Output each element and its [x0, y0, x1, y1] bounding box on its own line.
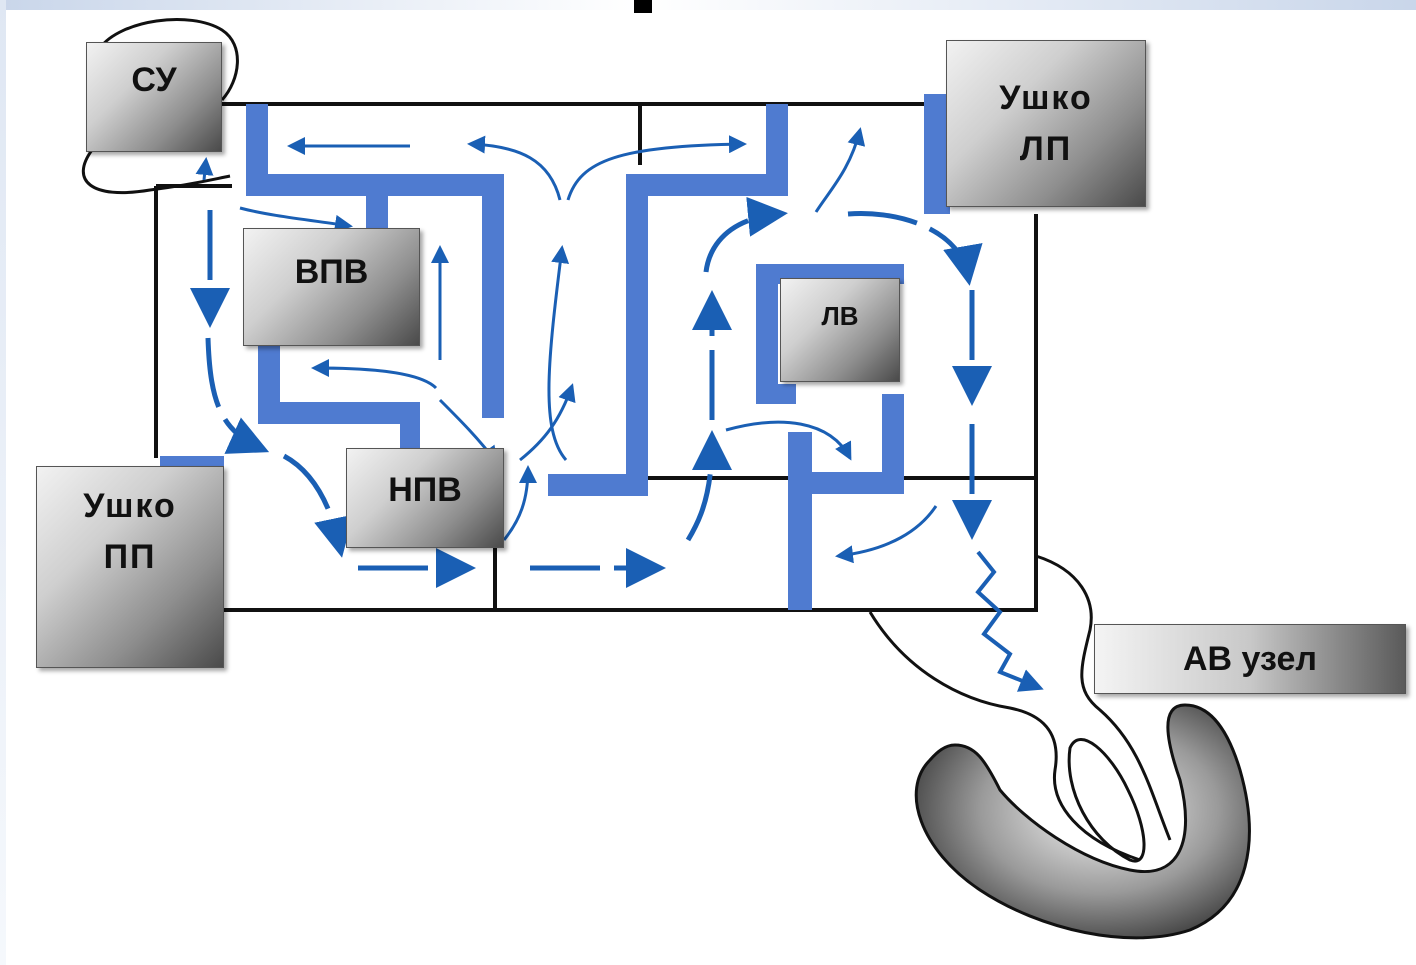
conduction-arrows-thick: [190, 196, 992, 588]
node-ushko-lp-line2: ЛП: [1019, 129, 1073, 168]
node-ushko-pp-line2: ПП: [103, 538, 157, 576]
node-npv-label: НПВ: [388, 471, 462, 509]
barrier-walls: [160, 94, 950, 610]
conduction-arrows-thin: [195, 127, 938, 564]
node-su: СУ: [86, 42, 222, 152]
node-npv: НПВ: [346, 448, 504, 548]
node-ushko-pp: Ушко ПП: [36, 466, 224, 668]
node-lv-label: ЛВ: [821, 301, 859, 331]
node-ushko-lp-line1: Ушко: [999, 78, 1093, 117]
slide-top-band: [0, 0, 1416, 10]
slide-top-mark: [634, 0, 652, 13]
heart-shape: [914, 703, 1251, 940]
node-vpv: ВПВ: [243, 228, 420, 346]
node-ushko-pp-line1: Ушко: [83, 487, 177, 525]
node-av-uzel: АВ узел: [1094, 624, 1406, 694]
conduction-bundle: [868, 554, 1172, 862]
su-wire-loop: [81, 18, 239, 195]
slide-left-band: [0, 0, 6, 965]
node-av-uzel-label: АВ узел: [1183, 639, 1317, 678]
av-zigzag-arrow: [975, 550, 1044, 692]
node-su-label: СУ: [131, 61, 177, 99]
node-vpv-label: ВПВ: [294, 253, 369, 291]
node-lv: ЛВ: [780, 278, 900, 382]
node-ushko-lp: Ушко ЛП: [946, 40, 1146, 207]
